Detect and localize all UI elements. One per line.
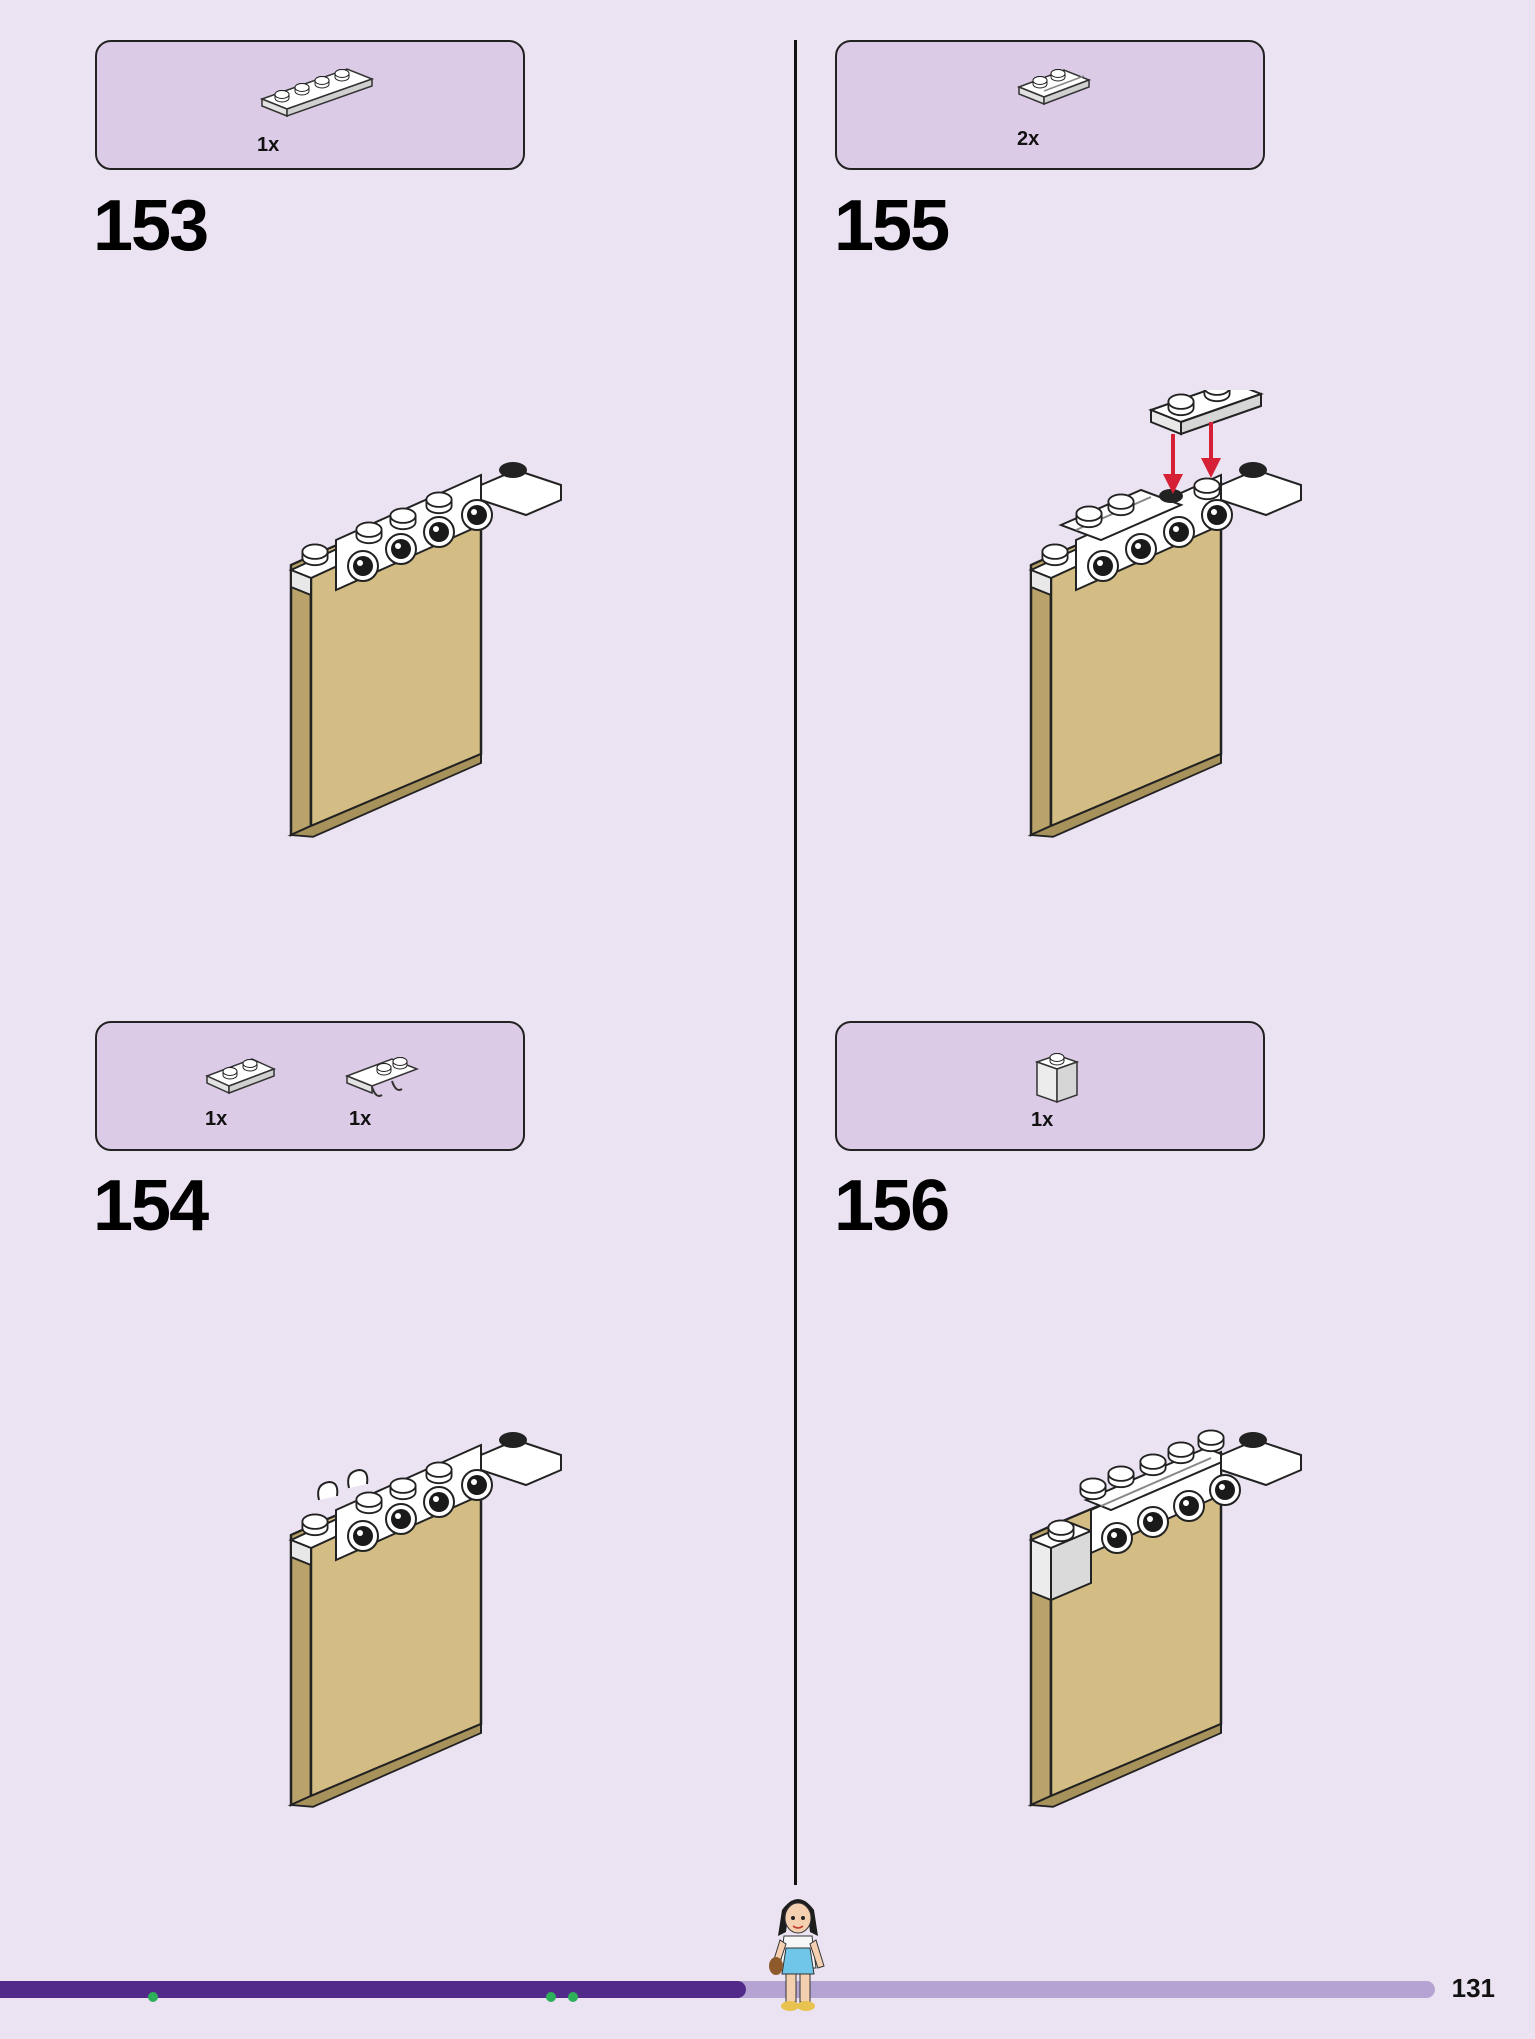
step-number: 156 [834, 1166, 950, 1246]
progress-fill [0, 1981, 747, 1998]
progress-marker [546, 1992, 556, 2002]
part-quantity: 1x [257, 134, 280, 156]
assembly-step-155 [1028, 390, 1302, 839]
part-quantity: 1x [1031, 1109, 1054, 1131]
page-number: 131 [1451, 1973, 1495, 2003]
plate-clip-icon [344, 1057, 420, 1097]
parts-callout-step-156: 1x [835, 1021, 1265, 1151]
part-quantity: 1x [349, 1108, 372, 1130]
parts-callout-step-154: 1x 1x [95, 1021, 525, 1151]
parts-callout-step-155: 2x [835, 40, 1265, 170]
assembly-step-154 [288, 1432, 562, 1809]
step-number: 155 [834, 186, 950, 266]
parts-callout-step-153: 1x [95, 40, 525, 170]
part-quantity: 1x [205, 1108, 228, 1130]
plate-1x2-icon [205, 1058, 276, 1095]
plate-1x4-icon [259, 68, 375, 118]
assembly-step-153 [288, 462, 562, 839]
step-number: 154 [93, 1166, 209, 1246]
minifigure-icon [769, 1899, 825, 2011]
progress-marker [148, 1992, 158, 2002]
brick-1x1-icon [1034, 1053, 1080, 1104]
step-number: 153 [93, 186, 209, 266]
progress-marker [568, 1992, 578, 2002]
part-quantity: 2x [1017, 128, 1040, 150]
assembly-step-156 [1028, 1429, 1302, 1809]
plate-rail-1x2-icon [1016, 69, 1092, 106]
column-divider [794, 40, 797, 1885]
